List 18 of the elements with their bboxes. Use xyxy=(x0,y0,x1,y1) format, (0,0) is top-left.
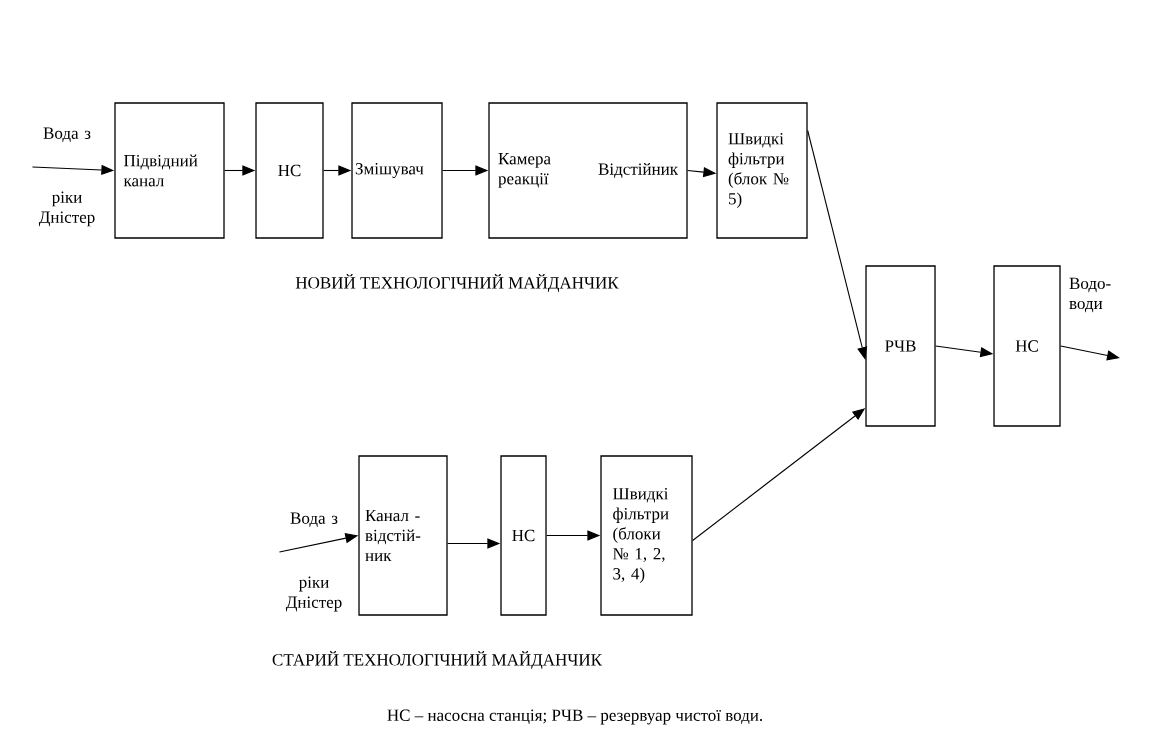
caption: НС – насосна станція; РЧВ – резервуар чистої води. xyxy=(387,709,763,725)
arrow xyxy=(807,129,868,360)
process-box: Швидкі фільтри (блоки № 1, 2, 3, 4) xyxy=(600,455,693,616)
site-label: СТАРИЙ ТЕХНОЛОГІЧНИЙ МАЙДАНЧИК xyxy=(272,651,603,669)
process-box: Канал - відстій- ник xyxy=(358,455,448,616)
process-box: НС xyxy=(993,265,1061,427)
arrow xyxy=(1060,345,1120,361)
inlet-text: Вода з ріки Дністер xyxy=(38,127,95,227)
process-box: Камера реакції Відстійник xyxy=(488,102,688,239)
process-box: Підвідний канал xyxy=(114,102,225,239)
site-label: НОВИЙ ТЕХНОЛОГІЧНИЙ МАЙДАНЧИК xyxy=(295,274,619,292)
process-box: НС xyxy=(255,102,324,239)
process-box: Змішувач xyxy=(351,102,443,239)
process-box: НС xyxy=(500,455,547,616)
edge-label: Водо- води xyxy=(1068,276,1116,314)
inlet-text: Вода з ріки Дністер xyxy=(285,512,342,612)
process-box: Швидкі фільтри (блок № 5) xyxy=(716,102,808,239)
process-box: РЧВ xyxy=(865,265,936,427)
